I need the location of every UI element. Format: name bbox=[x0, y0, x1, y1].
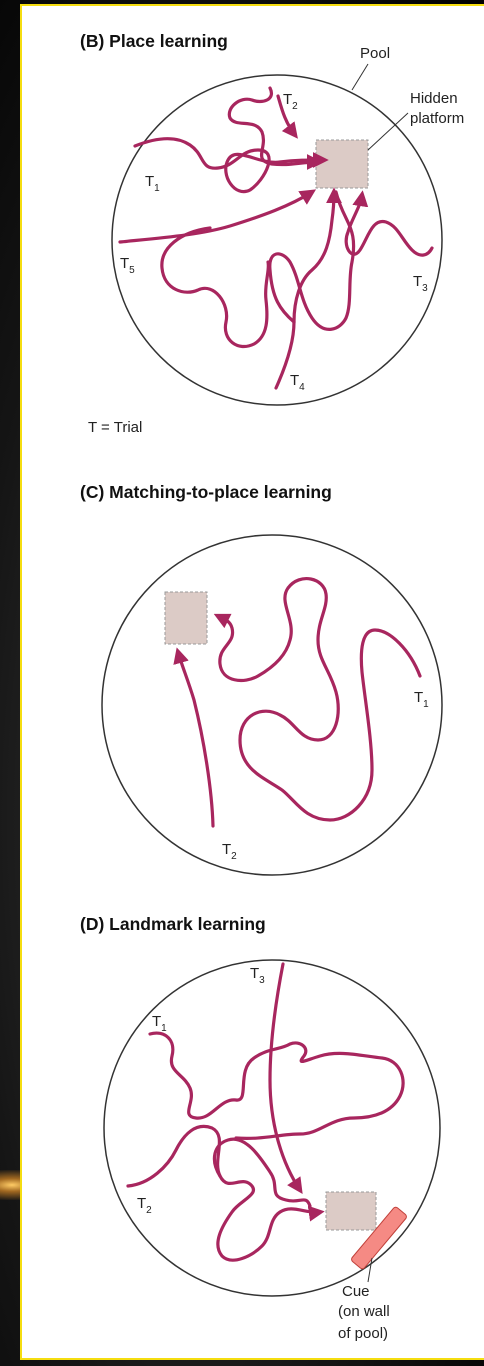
cue-label-3: of pool) bbox=[338, 1325, 388, 1342]
platform-c bbox=[164, 591, 208, 645]
trial-label-t4-b: T4 bbox=[290, 372, 305, 393]
trial-path-t3-d bbox=[268, 962, 303, 1194]
trial-label-t1-c: T1 bbox=[414, 689, 429, 710]
pool-circle-c bbox=[101, 534, 443, 876]
pool-circle-b bbox=[111, 74, 443, 406]
pool-label: Pool bbox=[360, 45, 390, 62]
trial-path-t5-loop-b bbox=[160, 226, 271, 349]
trial-path-t5-b bbox=[118, 189, 317, 244]
trial-label-t3-d: T3 bbox=[250, 965, 265, 986]
panel-b-title: (B) Place learning bbox=[80, 31, 228, 51]
trial-path-t4-b bbox=[274, 187, 342, 390]
trial-path-t1-b bbox=[133, 137, 329, 194]
panel-c-matching-to-place: (C) Matching-to-place learning T1 T2 bbox=[80, 482, 443, 876]
trial-label-t5-b: T5 bbox=[120, 255, 135, 276]
pool-circle-d bbox=[103, 959, 441, 1297]
hidden-platform-b bbox=[315, 139, 369, 189]
trial-path-t2-branch-d bbox=[212, 1137, 312, 1208]
trial-label-t2-c: T2 bbox=[222, 841, 237, 862]
trial-label-t2-d: T2 bbox=[137, 1195, 152, 1216]
cue-leader-line bbox=[367, 1257, 373, 1283]
panel-d-title: (D) Landmark learning bbox=[80, 914, 266, 934]
panel-d-landmark-learning: (D) Landmark learning Cue (on wall of po… bbox=[80, 914, 441, 1342]
trial-path-t1-d bbox=[148, 1031, 405, 1140]
cue-on-wall bbox=[351, 1206, 407, 1270]
trial-path-t2-d bbox=[126, 1124, 325, 1262]
pool-leader-line bbox=[351, 63, 369, 91]
trial-path-t2-b bbox=[227, 86, 323, 171]
hidden-label: Hidden bbox=[410, 90, 458, 107]
trial-path-t4-loop-b bbox=[268, 190, 356, 331]
platform-d bbox=[325, 1191, 377, 1231]
platform-label: platform bbox=[410, 110, 464, 127]
trial-label-t3-b: T3 bbox=[413, 273, 428, 294]
panel-c-title: (C) Matching-to-place learning bbox=[80, 482, 332, 502]
cue-label-1: Cue bbox=[342, 1283, 370, 1300]
trial-path-t2-c bbox=[173, 647, 215, 828]
trial-path-t1-c bbox=[213, 577, 422, 822]
trial-label-t2-b: T2 bbox=[283, 91, 298, 112]
platform-leader-line bbox=[367, 112, 409, 151]
trial-label-t1-d: T1 bbox=[152, 1013, 167, 1034]
panel-b-place-learning: (B) Place learning Pool Hidden platform … bbox=[80, 31, 464, 436]
trial-path-t2b-b bbox=[276, 94, 298, 139]
cue-label-2: (on wall bbox=[338, 1303, 390, 1320]
trial-legend: T = Trial bbox=[88, 419, 142, 436]
trial-label-t1-b: T1 bbox=[145, 173, 160, 194]
